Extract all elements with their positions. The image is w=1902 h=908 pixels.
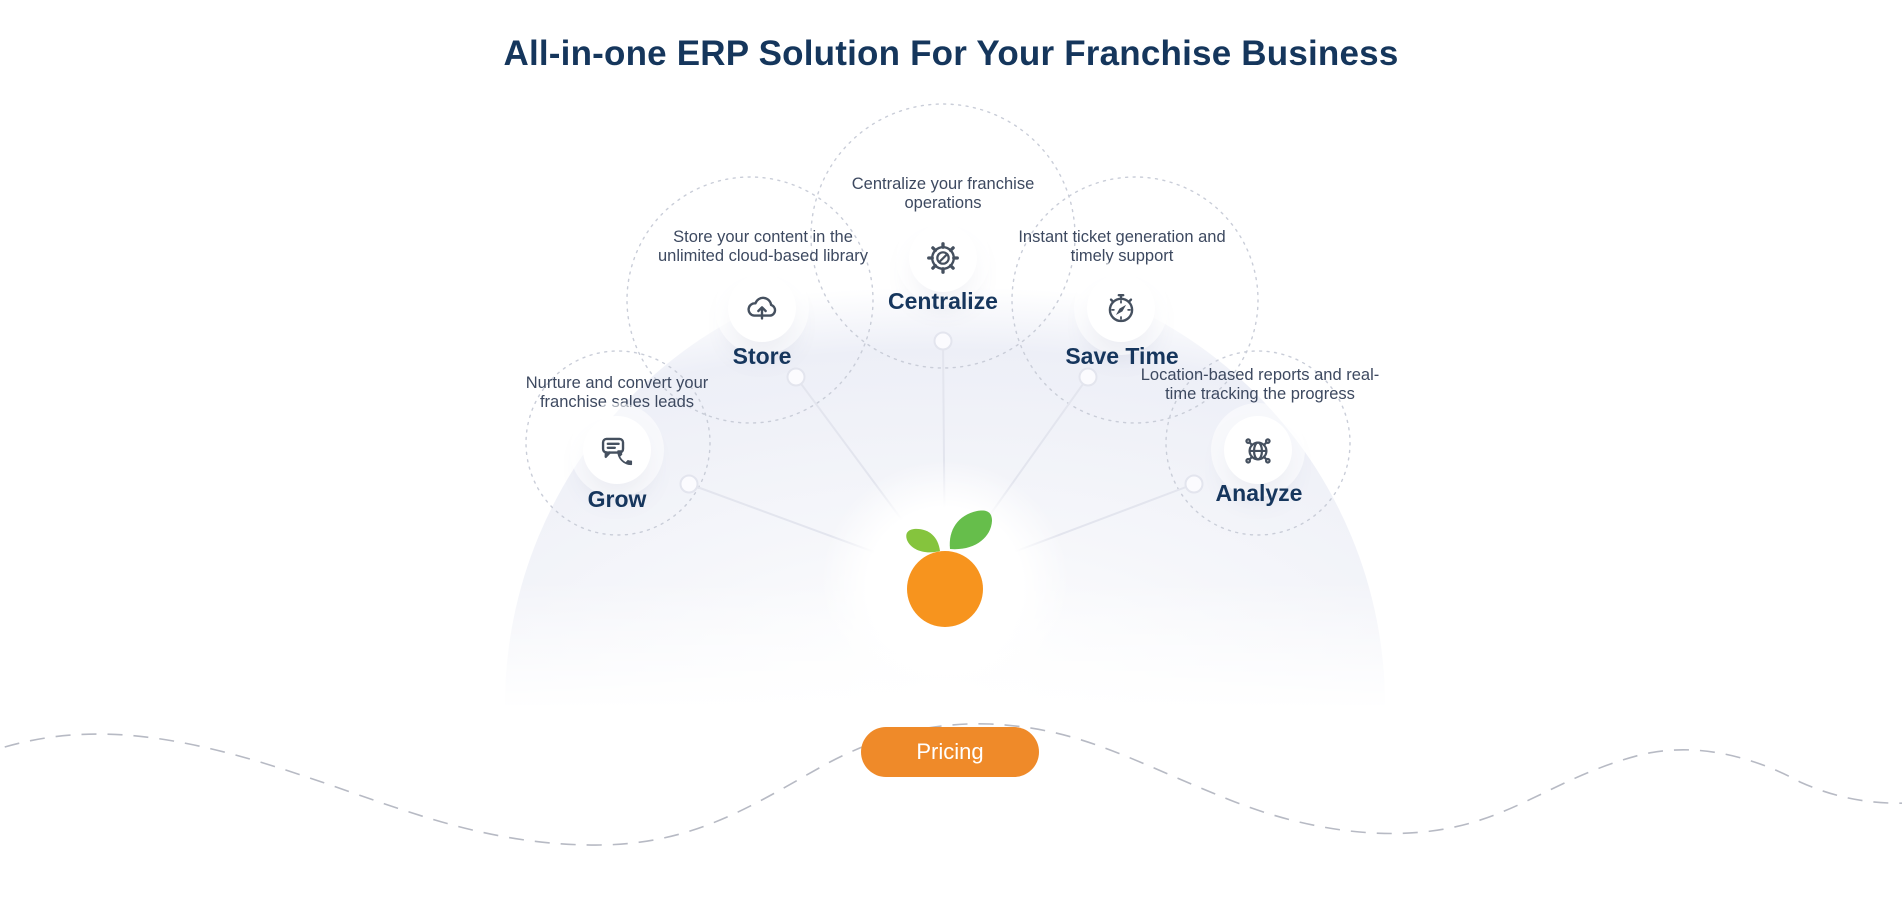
connector-node-dot — [1184, 474, 1204, 494]
node-label-store: Store — [732, 343, 792, 369]
stopwatch-compass-icon — [1108, 293, 1134, 323]
connector-node-dot — [1078, 367, 1098, 387]
dotted-circle-centralize — [810, 103, 1076, 369]
page-title: All-in-one ERP Solution For Your Franchi… — [503, 34, 1399, 73]
node-label-grow: Grow — [587, 486, 647, 512]
leaf-right-icon — [949, 510, 992, 550]
dotted-circle-grow — [525, 350, 711, 536]
node-description-store: Store your content in the unlimited clou… — [657, 228, 869, 266]
node-description-save-time: Instant ticket generation and timely sup… — [1018, 228, 1226, 266]
dotted-circle-analyze — [1165, 350, 1351, 536]
node-description-analyze: Location-based reports and real-time tra… — [1140, 366, 1380, 404]
connector-node-dot — [679, 474, 699, 494]
node-description-centralize: Centralize your franchise operations — [851, 175, 1035, 213]
cloud-upload-icon — [747, 296, 777, 320]
node-centralize — [909, 224, 977, 292]
connector-node-dot — [933, 331, 953, 351]
globe-network-icon — [1245, 438, 1271, 464]
connector-node-dot — [786, 367, 806, 387]
node-label-analyze: Analyze — [1215, 480, 1303, 506]
pricing-button[interactable]: Pricing — [861, 727, 1039, 777]
node-label-save-time: Save Time — [1065, 343, 1179, 369]
leaf-left-icon — [906, 528, 940, 553]
node-description-grow: Nurture and convert your franchise sales… — [525, 374, 709, 412]
node-analyze — [1224, 416, 1292, 484]
dotted-circle-store — [626, 176, 874, 424]
node-save-time — [1087, 274, 1155, 342]
node-label-centralize: Centralize — [888, 288, 998, 314]
orange-fruit-logo — [906, 510, 992, 627]
dotted-circle-save-time — [1011, 176, 1259, 424]
gear-slash-icon — [927, 242, 959, 274]
node-grow — [583, 416, 651, 484]
orange-circle — [907, 551, 983, 627]
node-store — [728, 274, 796, 342]
chat-phone-icon — [601, 437, 633, 466]
